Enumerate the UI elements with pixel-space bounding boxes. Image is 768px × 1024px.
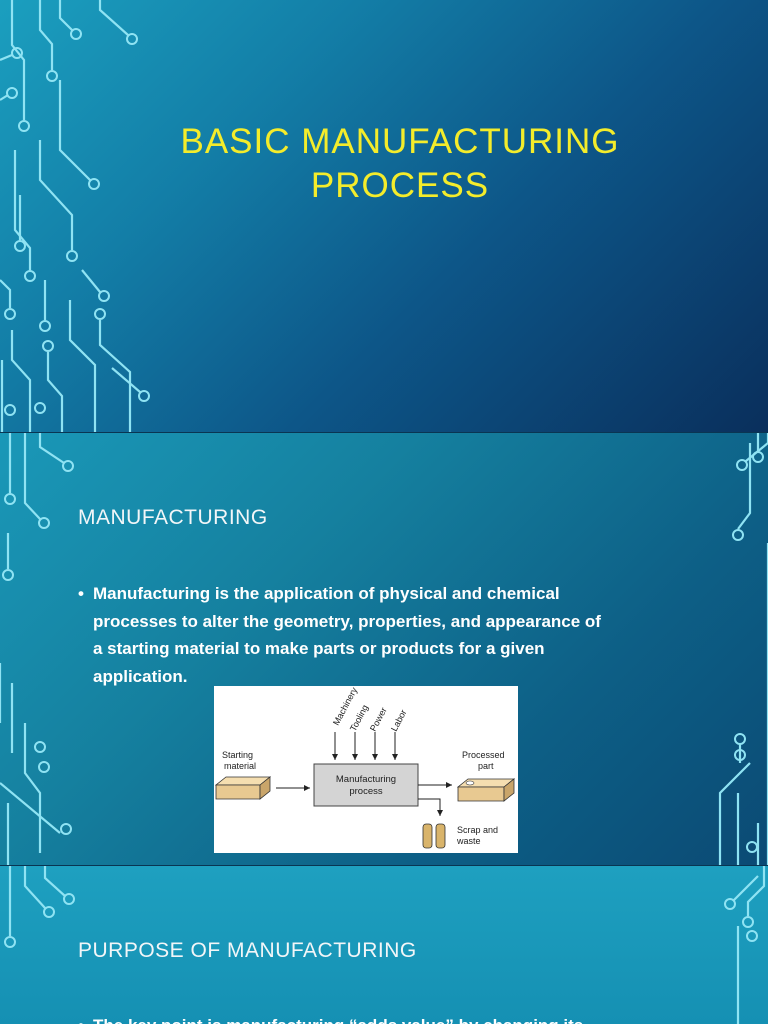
- title-line-2: PROCESS: [310, 166, 490, 205]
- processed-part-label-1: Processed: [462, 750, 505, 760]
- process-diagram: Machinery Tooling Power Labor Starting m…: [214, 685, 518, 853]
- starting-material-label-1: Starting: [222, 750, 253, 760]
- scrap-pieces: [422, 823, 446, 849]
- title-line-1: BASIC MANUFACTURING: [180, 122, 620, 161]
- title-slide: BASIC MANUFACTURING PROCESS: [0, 0, 768, 432]
- scrap-label-2: waste: [456, 836, 481, 846]
- starting-material-block: [214, 776, 272, 800]
- bullet-line-2: processes to alter the geometry, propert…: [93, 611, 601, 631]
- purpose-slide: PURPOSE OF MANUFACTURING • The key point…: [0, 866, 768, 1024]
- bullet-line-1: The key point is manufacturing “adds val…: [93, 1012, 688, 1024]
- bullet-point: • Manufacturing is the application of ph…: [78, 580, 688, 690]
- circuit-decoration: [0, 0, 150, 432]
- slide-divider: [0, 432, 768, 433]
- process-box: [313, 763, 419, 807]
- input-label-power: Power: [368, 706, 389, 733]
- circuit-decoration-right: [724, 866, 766, 1024]
- circuit-decoration-left: [0, 433, 74, 865]
- bullet-icon: •: [78, 584, 84, 603]
- process-label-1: Manufacturing: [336, 774, 396, 785]
- input-label-labor: Labor: [389, 708, 409, 733]
- starting-material-label-2: material: [224, 761, 256, 771]
- processed-part-block: [456, 778, 516, 802]
- bullet-line-3: a starting material to make parts or pro…: [93, 639, 545, 658]
- circuit-decoration-right: [718, 433, 768, 865]
- bullet-icon: •: [78, 1012, 84, 1024]
- manufacturing-slide: MANUFACTURING • Manufacturing is the app…: [0, 433, 768, 865]
- flow-arrow-scrap: [418, 798, 443, 816]
- circuit-decoration-left: [4, 866, 75, 948]
- bullet-line-1: Manufacturing is the application of phys…: [93, 584, 560, 603]
- section-heading: PURPOSE OF MANUFACTURING: [78, 939, 417, 962]
- process-label-2: process: [349, 786, 383, 797]
- bullet-point: • The key point is manufacturing “adds v…: [78, 1012, 688, 1024]
- processed-part-label-2: part: [478, 761, 494, 771]
- scrap-label-1: Scrap and: [457, 825, 498, 835]
- bullet-line-4: application.: [93, 666, 188, 686]
- slide-divider: [0, 865, 768, 866]
- section-heading: MANUFACTURING: [78, 506, 268, 529]
- presentation-title: BASIC MANUFACTURING PROCESS: [120, 120, 680, 208]
